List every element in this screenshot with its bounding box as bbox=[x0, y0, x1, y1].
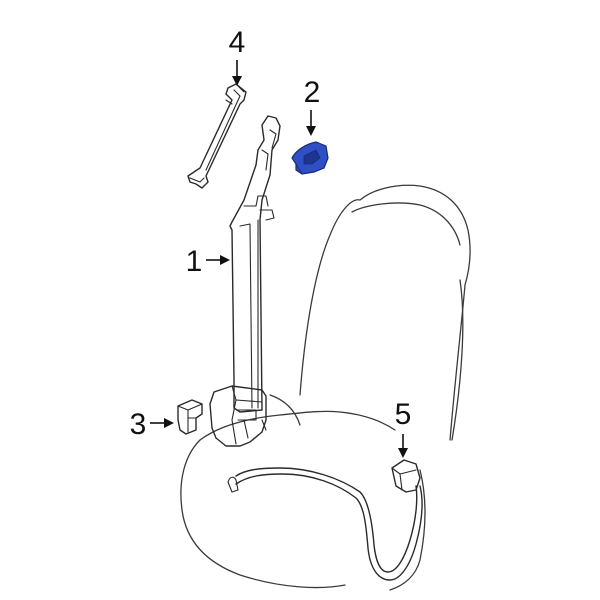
part-4-guide-bracket bbox=[187, 83, 247, 189]
seat-back bbox=[299, 184, 471, 441]
callout-5: 5 bbox=[395, 398, 412, 431]
arrow-3-head bbox=[164, 418, 174, 428]
callout-1: 1 bbox=[186, 245, 203, 278]
arrow-1-head bbox=[220, 255, 230, 265]
part-3-clip bbox=[177, 399, 203, 435]
callout-arrows bbox=[150, 60, 408, 458]
seat-cushion bbox=[180, 394, 426, 591]
callout-3: 3 bbox=[130, 408, 147, 441]
part-1-retractor-assembly bbox=[209, 115, 281, 447]
callout-4: 4 bbox=[229, 26, 246, 59]
arrow-4-head bbox=[232, 76, 242, 86]
part-5-buckle bbox=[227, 459, 423, 581]
callout-2: 2 bbox=[304, 76, 321, 109]
arrow-2-head bbox=[306, 126, 316, 136]
callout-labels: 4 2 1 3 5 bbox=[130, 26, 412, 441]
part-2-cover bbox=[291, 141, 329, 175]
arrow-5-head bbox=[398, 448, 408, 458]
